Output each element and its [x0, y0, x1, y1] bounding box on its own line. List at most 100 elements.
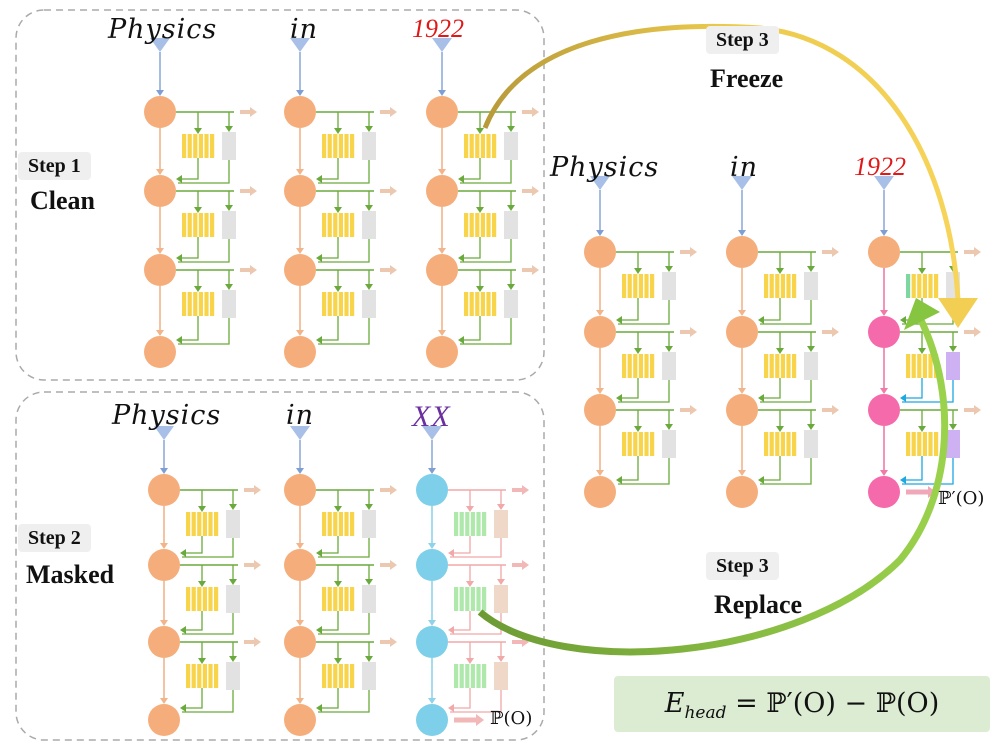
clean-col-0-mlp-out-2 — [178, 318, 230, 345]
step1-badge: Step 1 — [18, 152, 91, 180]
patched-col-2-mlp-1 — [946, 352, 960, 380]
patched-col-1-attention-head-2-5 — [792, 432, 797, 456]
masked-col-1-mlp-2 — [362, 662, 376, 690]
clean-col-2-att-out-arrowhead-1 — [458, 254, 464, 262]
formula-lhs-sub: head — [684, 703, 727, 723]
patched-col-2-attention-head-2-2 — [917, 432, 922, 456]
patched-col-1-mlp-in-arrowhead-0 — [807, 266, 815, 272]
patched-col-2-att-out-1 — [902, 378, 923, 399]
replace-arrowhead — [904, 298, 940, 330]
masked-col-2-final-out-arrowhead — [476, 714, 484, 726]
masked-col-2-layer-out-arrowhead-1 — [522, 560, 529, 570]
clean-col-0-attention-head-2-3 — [198, 292, 203, 316]
clean-col-1-residual-arrowhead-1 — [296, 248, 304, 254]
masked-col-0-attention-head-0-1 — [191, 512, 196, 536]
clean-col-2-mlp-in-arrowhead-2 — [507, 284, 515, 290]
clean-col-2-layer-out-arrowhead-2 — [532, 265, 539, 275]
clean-col-2-layer-out-arrowhead-1 — [532, 186, 539, 196]
clean-col-1-attention-head-0-5 — [350, 134, 355, 158]
patched-col-0-node-3 — [584, 476, 616, 508]
masked-col-2-att-out-0 — [450, 536, 471, 554]
masked-col-2-attention-head-2-3 — [470, 664, 475, 688]
patched-col-1-attention-head-2-2 — [775, 432, 780, 456]
clean-col-1-layer-out-arrowhead-0 — [390, 107, 397, 117]
clean-col-0-att-out-1 — [178, 237, 199, 259]
masked-col-1-node-1 — [284, 549, 316, 581]
clean-col-2-attention-head-2-3 — [480, 292, 485, 316]
masked-col-0-attention-head-0-5 — [214, 512, 219, 536]
clean-col-2-attention-head-2-1 — [469, 292, 474, 316]
clean-col-1-att-out-2 — [318, 316, 339, 341]
patched-col-1-attention-head-2-0 — [764, 432, 769, 456]
clean-col-0-node-2 — [144, 254, 176, 286]
clean-col-2-mlp-0 — [504, 132, 518, 160]
clean-col-0-attention-head-0-3 — [198, 134, 203, 158]
patched-col-0-attention-head-1-4 — [644, 354, 649, 378]
masked-col-1-node-0 — [284, 474, 316, 506]
masked-col-0-mlp-in-arrowhead-1 — [229, 579, 237, 585]
patched-col-1-mlp-out-0 — [760, 300, 812, 325]
patched-col-2-attention-head-2-0 — [906, 432, 911, 456]
masked-col-2-attention-head-0-3 — [470, 512, 475, 536]
patched-col-1-node-3 — [726, 476, 758, 508]
clean-col-0-attention-head-0-4 — [204, 134, 209, 158]
masked-col-1-attention-head-1-2 — [333, 587, 338, 611]
patched-col-1-residual-arrowhead-0 — [738, 310, 746, 316]
masked-col-0-token-marker — [154, 426, 174, 440]
clean-col-0-att-out-0 — [178, 158, 199, 180]
clean-col-0-att-out-2 — [178, 316, 199, 341]
clean-col-2-attention-head-0-1 — [469, 134, 474, 158]
masked-col-2-attention-head-2-5 — [482, 664, 487, 688]
clean-col-0-att-out-arrowhead-1 — [176, 254, 182, 262]
patched-col-0-att-in-arrowhead-0 — [634, 268, 642, 274]
clean-col-1-attention-head-0-0 — [322, 134, 327, 158]
masked-col-1-mlp-out-2 — [318, 690, 370, 713]
patched-col-2-node-1 — [868, 316, 900, 348]
clean-col-1-mlp-out-1 — [318, 239, 370, 263]
masked-col-1-layer-out-arrowhead-1 — [390, 560, 397, 570]
masked-col-1-attention-head-2-4 — [344, 664, 349, 688]
patched-col-2-input-arrowhead — [880, 230, 888, 236]
patched-col-2-mlp-in-arrowhead-1 — [949, 346, 957, 352]
clean-col-1-attention-head-1-0 — [322, 213, 327, 237]
masked-col-2-node-0 — [416, 474, 448, 506]
clean-col-2-attention-head-2-4 — [486, 292, 491, 316]
patched-col-1-mlp-1 — [804, 352, 818, 380]
masked-col-2-token-marker — [422, 426, 442, 440]
clean-col-1-attention-head-0-1 — [327, 134, 332, 158]
masked-col-1-att-in-arrowhead-2 — [334, 658, 342, 664]
clean-col-1-mlp-out-0 — [318, 160, 370, 184]
masked-col-0-att-in-arrowhead-0 — [198, 506, 206, 512]
masked-col-1-attention-head-2-5 — [350, 664, 355, 688]
masked-col-1-att-out-arrowhead-0 — [316, 549, 322, 557]
masked-col-2-attention-head-1-2 — [465, 587, 470, 611]
patched-col-1-mlp-2 — [804, 430, 818, 458]
masked-title: Masked — [26, 560, 115, 589]
step3-freeze-badge: Step 3 — [706, 26, 779, 54]
patched-col-1-attention-head-0-4 — [786, 274, 791, 298]
masked-col-2-attention-head-1-5 — [482, 587, 487, 611]
clean-token-physics: Physics — [108, 14, 218, 45]
masked-col-0-attention-head-1-4 — [208, 587, 213, 611]
clean-col-1-token-marker — [290, 38, 310, 52]
patched-col-1-mlp-0 — [804, 272, 818, 300]
patched-col-0-attention-head-2-5 — [650, 432, 655, 456]
patched-col-0-att-out-arrowhead-1 — [616, 394, 622, 402]
masked-col-2-att-in-arrowhead-1 — [466, 581, 474, 587]
patched-col-0-residual-arrowhead-0 — [596, 310, 604, 316]
clean-col-2-attention-head-0-5 — [492, 134, 497, 158]
patched-col-0-layer-out-arrowhead-0 — [690, 247, 697, 257]
patched-col-0-attention-head-0-2 — [633, 274, 638, 298]
masked-col-0-mlp-out-1 — [182, 613, 234, 635]
masked-col-2-attention-head-0-2 — [465, 512, 470, 536]
masked-col-2-mlp-in-arrowhead-0 — [497, 504, 505, 510]
clean-col-2-residual-arrowhead-2 — [438, 330, 446, 336]
clean-col-2-att-in-arrowhead-1 — [476, 207, 484, 213]
patched-col-0-mlp-1 — [662, 352, 676, 380]
patched-col-1-attention-head-1-1 — [769, 354, 774, 378]
patched-col-1-att-out-2 — [760, 456, 781, 481]
patched-col-2-attention-head-2-4 — [928, 432, 933, 456]
patched-col-2-residual-arrowhead-1 — [880, 388, 888, 394]
clean-col-2-token-marker — [432, 38, 452, 52]
